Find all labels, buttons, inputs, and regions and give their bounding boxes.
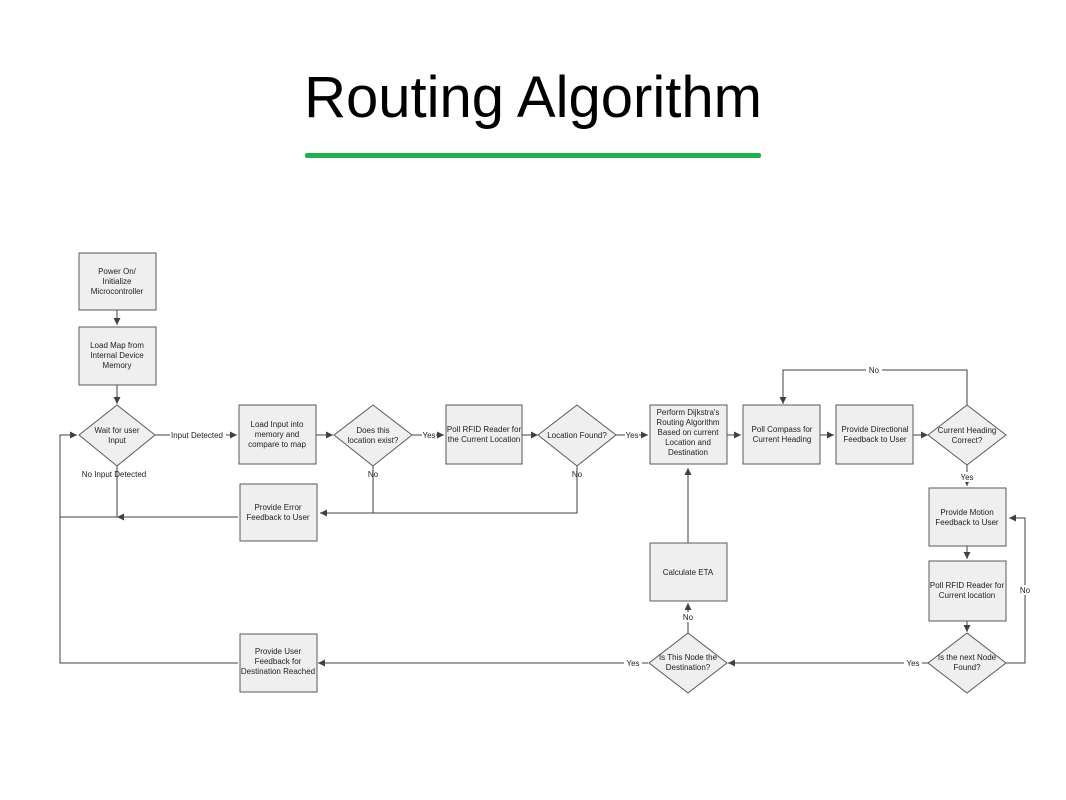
node-error-feedback-line-1: Provide Error — [254, 503, 301, 512]
label-exist-yes: Yes — [422, 431, 435, 440]
label-found-no: No — [572, 470, 583, 479]
edge-exist-no-to-error — [320, 466, 374, 517]
node-load-input: Load Input into memory and compare to ma… — [238, 404, 317, 465]
node-dijkstra-line-3: Based on current — [658, 428, 720, 437]
node-user-feedback-line-3: Destination Reached — [241, 667, 315, 676]
decision-heading-correct-line-2: Correct? — [952, 436, 983, 445]
node-poll-rfid-2-line-1: Poll RFID Reader for — [930, 581, 1005, 590]
label-next-node-no: No — [1020, 586, 1031, 595]
decision-is-destination: Is This Node the Destination? — [648, 632, 728, 694]
edges — [59, 310, 1026, 667]
slide-title: Routing Algorithm — [304, 65, 762, 130]
decision-wait-input: Wait for user Input — [78, 404, 156, 467]
decision-location-exist: Does this location exist? — [333, 404, 413, 467]
decision-heading-correct: Current Heading Correct? — [927, 404, 1007, 466]
label-destination-yes: Yes — [626, 659, 639, 668]
node-power-on-line-3: Microcontroller — [91, 287, 144, 296]
node-dijkstra: Perform Dijkstra's Routing Algorithm Bas… — [649, 404, 728, 465]
decision-location-exist-line-2: location exist? — [348, 436, 399, 445]
node-poll-compass-line-2: Current Heading — [753, 435, 812, 444]
edge-found-no-to-error — [373, 466, 578, 514]
label-input-detected: Input Detected — [171, 431, 223, 440]
node-error-feedback: Provide Error Feedback to User — [239, 483, 318, 542]
decision-is-destination-line-1: Is This Node the — [659, 653, 718, 662]
decision-wait-input-line-1: Wait for user — [94, 426, 139, 435]
decision-next-node: Is the next Node Found? — [927, 632, 1007, 694]
node-poll-rfid-1-line-1: Poll RFID Reader for — [447, 425, 522, 434]
label-next-node-yes: Yes — [906, 659, 919, 668]
node-power-on-line-2: Initialize — [103, 277, 132, 286]
decision-is-destination-line-2: Destination? — [666, 663, 711, 672]
node-poll-rfid-1: Poll RFID Reader for the Current Locatio… — [445, 404, 523, 465]
edge-labels: Input Detected No Input Detected Yes No … — [82, 365, 1033, 668]
label-heading-yes: Yes — [960, 473, 973, 482]
node-user-feedback: Provide User Feedback for Destination Re… — [239, 633, 318, 693]
node-calculate-eta: Calculate ETA — [649, 542, 728, 602]
label-found-yes: Yes — [625, 431, 638, 440]
node-directional-feedback-line-1: Provide Directional — [841, 425, 908, 434]
decision-wait-input-line-2: Input — [108, 436, 127, 445]
node-error-feedback-line-2: Feedback to User — [246, 513, 309, 522]
node-load-map-line-1: Load Map from — [90, 341, 144, 350]
node-dijkstra-line-5: Destination — [668, 448, 708, 457]
label-no-input-detected: No Input Detected — [82, 470, 146, 479]
node-load-map: Load Map from Internal Device Memory — [78, 326, 157, 386]
node-user-feedback-line-2: Feedback for — [255, 657, 302, 666]
node-motion-feedback-line-2: Feedback to User — [935, 518, 998, 527]
node-poll-rfid-2: Poll RFID Reader for Current location — [928, 560, 1007, 622]
node-load-input-line-3: compare to map — [248, 440, 306, 449]
node-load-input-line-2: memory and — [255, 430, 299, 439]
node-power-on: Power On/ Initialize Microcontroller — [78, 252, 157, 311]
decision-location-exist-line-1: Does this — [356, 426, 389, 435]
node-load-map-line-3: Memory — [103, 361, 132, 370]
decision-heading-correct-line-1: Current Heading — [938, 426, 997, 435]
node-poll-rfid-2-line-2: Current location — [939, 591, 995, 600]
node-load-input-line-1: Load Input into — [251, 420, 304, 429]
node-motion-feedback: Provide Motion Feedback to User — [928, 487, 1007, 547]
node-motion-feedback-line-1: Provide Motion — [940, 508, 993, 517]
edge-heading-no-loop — [779, 369, 968, 405]
decision-location-found: Location Found? — [537, 404, 617, 467]
node-load-map-line-2: Internal Device — [90, 351, 144, 360]
node-dijkstra-line-1: Perform Dijkstra's — [657, 408, 720, 417]
label-destination-no: No — [683, 613, 694, 622]
node-calculate-eta-line-1: Calculate ETA — [663, 568, 714, 577]
label-exist-no: No — [368, 470, 379, 479]
node-dijkstra-line-2: Routing Algorithm — [656, 418, 719, 427]
decision-next-node-line-2: Found? — [953, 663, 981, 672]
node-directional-feedback-line-2: Feedback to User — [843, 435, 906, 444]
decision-location-found-line-1: Location Found? — [547, 431, 607, 440]
edge-user-feedback-to-wait — [59, 431, 238, 664]
node-power-on-line-1: Power On/ — [98, 267, 137, 276]
node-poll-compass-line-1: Poll Compass for — [752, 425, 813, 434]
node-poll-compass: Poll Compass for Current Heading — [742, 404, 821, 465]
title-underline — [305, 153, 761, 158]
node-user-feedback-line-1: Provide User — [255, 647, 302, 656]
decision-next-node-line-1: Is the next Node — [938, 653, 997, 662]
node-dijkstra-line-4: Location and — [665, 438, 711, 447]
label-heading-no: No — [869, 366, 880, 375]
node-poll-rfid-1-line-2: the Current Location — [448, 435, 521, 444]
node-directional-feedback: Provide Directional Feedback to User — [835, 404, 914, 465]
